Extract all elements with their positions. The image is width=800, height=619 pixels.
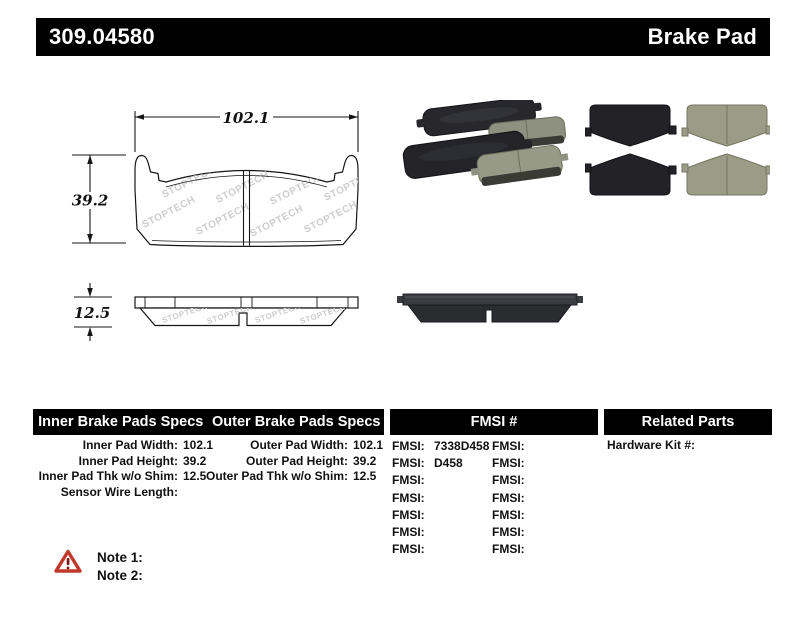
fmsi-row: FMSI: xyxy=(492,473,525,488)
warning-icon xyxy=(54,549,82,573)
part-number: 309.04580 xyxy=(49,24,155,49)
technical-drawing: 102.1 39.2 STOPTECH STOPTECH STOPTECH ST… xyxy=(72,108,359,341)
fmsi-row: FMSI: 7338D458 xyxy=(392,439,490,453)
related-parts-header-bar: Related Parts xyxy=(604,409,772,435)
outer-specs-title: Outer Brake Pads Specs xyxy=(212,414,381,430)
fmsi-row: FMSI: xyxy=(392,490,425,505)
product-photo-flat xyxy=(585,104,770,196)
arrow-right xyxy=(349,114,358,120)
pad-pair-ceramic xyxy=(681,104,770,196)
fmsi-row: FMSI: xyxy=(492,490,525,505)
dim-label-bg xyxy=(72,192,109,209)
inner-specs-title: Inner Brake Pads Specs xyxy=(38,414,204,430)
fmsi-row: FMSI: xyxy=(492,525,525,540)
product-type-title: Brake Pad xyxy=(647,24,757,49)
spec-row: Inner Pad Thk w/o Shim: 12.5 xyxy=(38,469,207,483)
fmsi-row: FMSI: xyxy=(392,473,425,488)
product-photo-angled xyxy=(402,100,569,187)
product-photo-edge xyxy=(397,293,583,323)
pad-thickness-dim: 12.5 xyxy=(74,304,111,322)
spec-row: Inner Pad Width: 102.1 xyxy=(82,438,214,452)
pad-edge-details xyxy=(144,297,349,308)
fmsi-row: FMSI: D458 xyxy=(392,456,463,471)
fmsi-column-1: FMSI: 7338D458 FMSI: D458 FMSI: FMSI: FM… xyxy=(392,438,489,558)
pad-front-details xyxy=(151,171,342,246)
fmsi-row: FMSI: xyxy=(492,507,525,522)
arrow-down xyxy=(87,288,93,297)
fmsi-row: FMSI: xyxy=(392,525,425,540)
inner-specs-table: Inner Pad Width: 102.1 Inner Pad Height:… xyxy=(33,438,225,500)
fmsi-header-bar: FMSI # xyxy=(390,409,598,435)
notes-section: Note 1: Note 2: xyxy=(54,549,143,585)
spec-row: Sensor Wire Length: xyxy=(60,484,178,499)
related-row: Hardware Kit #: xyxy=(607,438,696,452)
arrow-up xyxy=(87,327,93,336)
spec-row: Inner Pad Height: 39.2 xyxy=(78,453,207,468)
arrow-up xyxy=(87,155,93,164)
spec-row: Outer Pad Thk w/o Shim: 12.5 xyxy=(205,469,377,483)
fmsi-column-2: FMSI: FMSI: FMSI: FMSI: FMSI: FMSI: FMSI… xyxy=(492,438,534,558)
fmsi-row: FMSI: xyxy=(492,456,525,471)
note-1: Note 1: xyxy=(97,550,143,565)
related-parts-title: Related Parts xyxy=(641,414,735,430)
title-bar: 309.04580 Brake Pad xyxy=(36,18,770,56)
fmsi-row: FMSI: xyxy=(492,542,525,557)
fmsi-row: FMSI: xyxy=(392,542,425,557)
pad-pair-black xyxy=(585,104,677,196)
pad-edge-view xyxy=(134,296,359,327)
spec-row: Outer Pad Height: 39.2 xyxy=(245,453,377,468)
pad-photo-ceramic-bottom xyxy=(470,144,569,187)
outer-specs-table: Outer Pad Width: 102.1 Outer Pad Height:… xyxy=(203,438,395,485)
fmsi-row: FMSI: xyxy=(392,507,425,522)
pad-front-view xyxy=(134,154,359,247)
arrow-down xyxy=(87,234,93,243)
dim-label-bg xyxy=(220,108,273,126)
fmsi-row: FMSI: xyxy=(492,439,525,453)
related-parts-table: Hardware Kit #: xyxy=(607,438,699,454)
specs-header-bar: Inner Brake Pads Specs Outer Brake Pads … xyxy=(33,409,384,435)
fmsi-title: FMSI # xyxy=(470,414,518,430)
spec-row: Outer Pad Width: 102.1 xyxy=(250,438,384,452)
note-2: Note 2: xyxy=(97,568,143,583)
pad-height-dim: 39.2 xyxy=(72,192,109,210)
arrow-left xyxy=(135,114,144,120)
pad-width-dim: 102.1 xyxy=(223,109,270,127)
note-lines: Note 1: Note 2: xyxy=(97,549,143,585)
